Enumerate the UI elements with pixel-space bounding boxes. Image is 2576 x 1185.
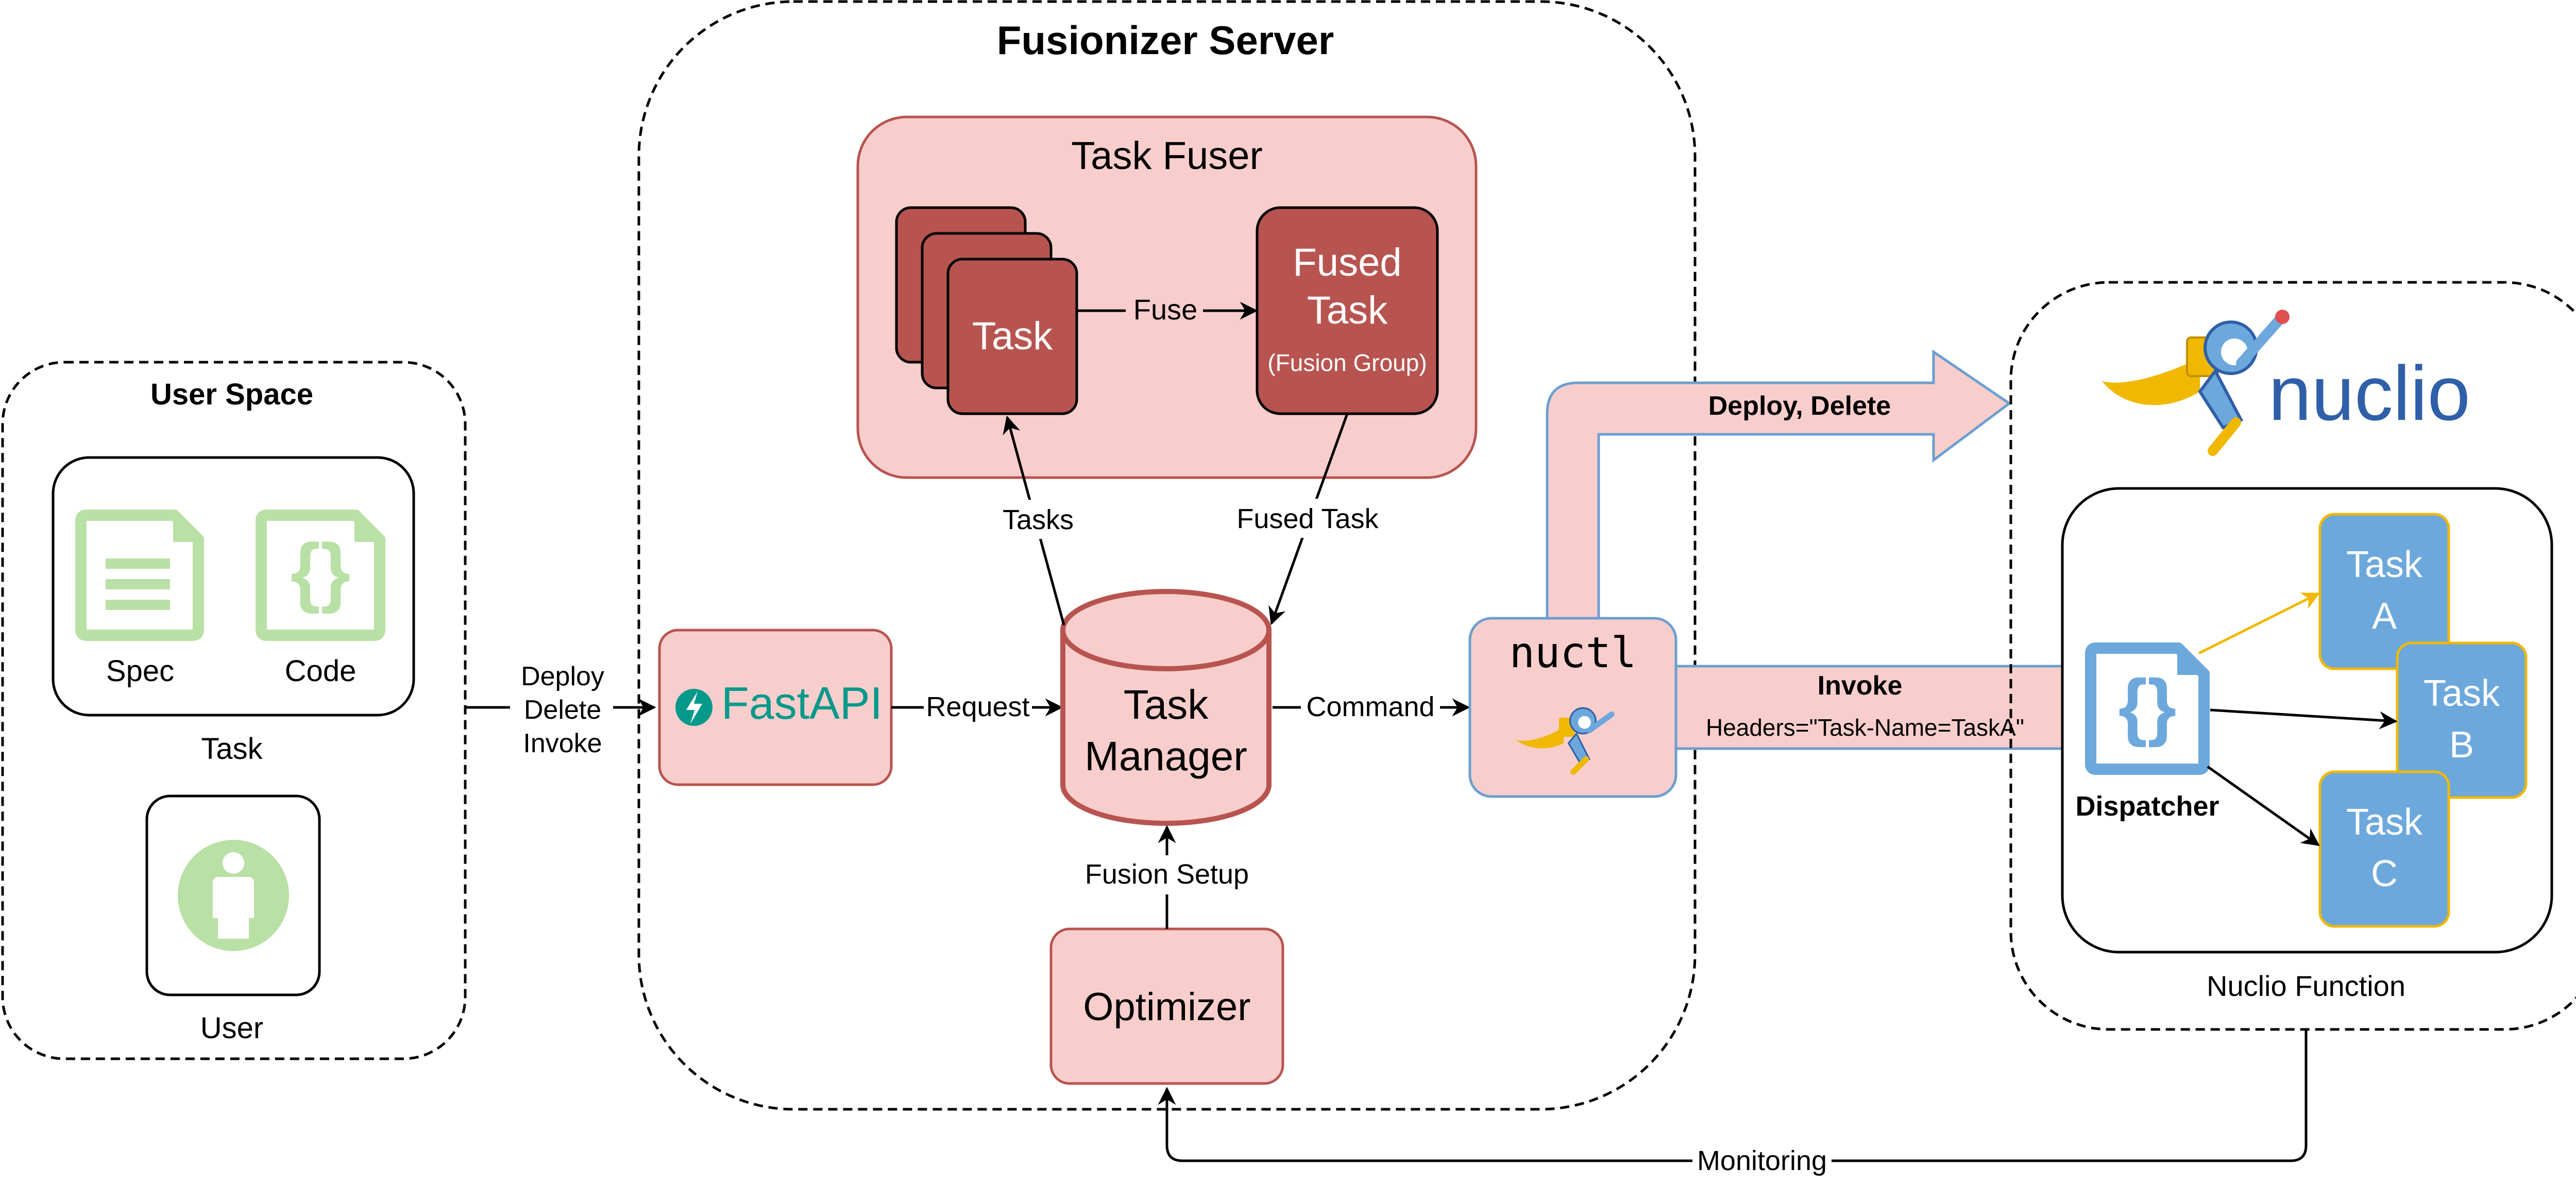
- task-fuser-title: Task Fuser: [1071, 134, 1263, 178]
- nuclio-mascot-icon: [2102, 310, 2290, 456]
- fusionizer-server-border: [637, 0, 1697, 1111]
- dispatcher-label: Dispatcher: [2075, 791, 2219, 822]
- fusionizer-server-title: Fusionizer Server: [997, 18, 1334, 63]
- fastapi-label: FastAPI: [721, 678, 883, 729]
- dispatcher-code-icon: {}: [2085, 642, 2210, 775]
- fuse-label: Fuse: [1133, 293, 1198, 326]
- task-b-line1: Task: [2424, 673, 2500, 714]
- invoke-label: Invoke: [1818, 671, 1903, 701]
- task-manager-line1: Task: [1124, 682, 1209, 727]
- command-label: Command: [1306, 691, 1434, 722]
- task-a-line1: Task: [2346, 544, 2423, 585]
- task-card-label: Task: [972, 314, 1053, 358]
- fused-task-subtitle: (Fusion Group): [1267, 349, 1427, 376]
- nuclio-mascot-small-icon: [1516, 707, 1615, 775]
- user-space-group: User Space Spec {} Code Task User: [1, 361, 467, 1060]
- spec-document-icon: [75, 510, 204, 641]
- tasks-label: Tasks: [1003, 504, 1074, 535]
- task-a-line2: A: [2372, 596, 2397, 637]
- fusionizer-server-group: Fusionizer Server Task Fuser Task Fuse F…: [637, 0, 1697, 1111]
- nuctl-label: nuctl: [1510, 629, 1637, 678]
- invoke-headers-label: Headers="Task-Name=TaskA": [1706, 714, 2024, 741]
- user-space-title: User Space: [150, 378, 313, 411]
- deploy-delete-big-arrow: [1546, 349, 2012, 620]
- fused-task-arrow-label: Fused Task: [1236, 503, 1379, 534]
- optimizer-label: Optimizer: [1083, 985, 1250, 1029]
- deploy-delete-invoke-arrow: Deploy Delete Invoke: [465, 653, 656, 761]
- invoke-big-arrow: [1674, 640, 2090, 775]
- dispatch-b-arrow: [2210, 708, 2398, 730]
- request-label: Request: [926, 691, 1029, 722]
- svg-text:{}: {}: [291, 528, 351, 614]
- dispatch-c-arrow: [2207, 765, 2320, 847]
- task-c-line1: Task: [2346, 802, 2423, 843]
- task-c-card: [2318, 770, 2450, 928]
- code-document-icon: {}: [256, 510, 385, 641]
- fused-task-line2: Task: [1307, 289, 1388, 332]
- fused-task-line1: Fused: [1293, 241, 1401, 284]
- user-avatar-icon: [178, 840, 289, 951]
- invoke-label: Invoke: [523, 729, 602, 758]
- fusion-setup-label: Fusion Setup: [1085, 859, 1249, 890]
- dispatch-a-arrow: [2198, 592, 2320, 655]
- task-group-label: Task: [201, 732, 263, 766]
- user-label: User: [200, 1011, 263, 1045]
- task-a-card: [2318, 513, 2450, 670]
- user-space-border: [1, 361, 467, 1060]
- monitoring-arrow: [1158, 1029, 2308, 1162]
- task-b-line2: B: [2449, 724, 2474, 766]
- code-label: Code: [285, 654, 357, 688]
- nuclio-function-label: Nuclio Function: [2207, 970, 2405, 1002]
- svg-text:{}: {}: [2119, 664, 2177, 748]
- nuctl-box: [1468, 617, 1677, 798]
- task-c-line2: C: [2371, 853, 2398, 894]
- task-stack-front: [946, 258, 1078, 415]
- task-files-box: [52, 456, 415, 717]
- nuclio-group: nuclio {} Dispatcher Task A Task B Task …: [2009, 281, 2576, 1031]
- deploy-delete-label: Deploy, Delete: [1708, 391, 1891, 421]
- delete-label: Delete: [524, 695, 601, 725]
- task-manager-line2: Manager: [1084, 733, 1247, 779]
- deploy-label: Deploy: [521, 662, 604, 691]
- nuclio-brand-text: nuclio: [2268, 350, 2470, 436]
- fastapi-logo-icon: [675, 689, 713, 726]
- task-manager-database: [1060, 589, 1272, 826]
- spec-label: Spec: [106, 654, 174, 688]
- monitoring-label: Monitoring: [1697, 1145, 1827, 1176]
